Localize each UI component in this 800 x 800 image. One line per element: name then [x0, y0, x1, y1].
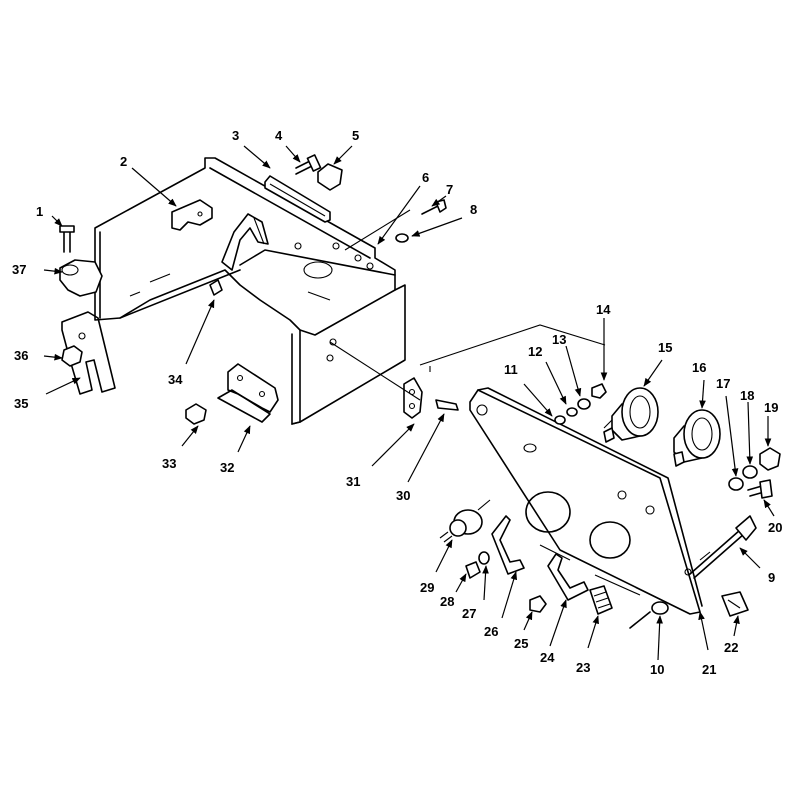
- callout-35: 35: [14, 396, 28, 411]
- callout-26: 26: [484, 624, 498, 639]
- part-37-clamp: [59, 259, 103, 297]
- callout-36: 36: [14, 348, 28, 363]
- callout-30: 30: [396, 488, 410, 503]
- part-24-bracket: [547, 553, 589, 601]
- callout-15: 15: [658, 340, 672, 355]
- callout-8: 8: [470, 202, 477, 217]
- part-23-connector: [589, 585, 613, 615]
- part-8-washer: [395, 233, 409, 243]
- callout-37: 37: [12, 262, 26, 277]
- callout-16: 16: [692, 360, 706, 375]
- callout-17: 17: [716, 376, 730, 391]
- part-33-nut: [185, 403, 207, 425]
- part-20-bolt: [747, 479, 773, 499]
- part-26-bracket: [491, 515, 525, 575]
- part-13-nut: [577, 398, 591, 410]
- callout-10: 10: [650, 662, 664, 677]
- callout-3: 3: [232, 128, 239, 143]
- part-9-shaft: [689, 515, 757, 579]
- part-14-clip: [591, 383, 607, 399]
- part-36-nut: [61, 345, 83, 367]
- callout-32: 32: [220, 460, 234, 475]
- part-28-nut: [465, 561, 481, 579]
- callout-29: 29: [420, 580, 434, 595]
- part-19-nut: [759, 447, 781, 471]
- callout-19: 19: [764, 400, 778, 415]
- callout-9: 9: [768, 570, 775, 585]
- part-32-bracket: [217, 363, 279, 423]
- part-11-nut: [554, 415, 566, 425]
- callout-33: 33: [162, 456, 176, 471]
- callout-6: 6: [422, 170, 429, 185]
- callout-18: 18: [740, 388, 754, 403]
- callout-22: 22: [724, 640, 738, 655]
- callout-31: 31: [346, 474, 360, 489]
- callout-24: 24: [540, 650, 555, 665]
- part-16-gauge: [673, 409, 721, 467]
- part-34-lever: [209, 213, 269, 296]
- leader-lines: [43, 145, 775, 661]
- callout-13: 13: [552, 332, 566, 347]
- part-27-washer: [478, 551, 490, 565]
- callout-4: 4: [275, 128, 283, 143]
- callout-34: 34: [168, 372, 183, 387]
- callout-25: 25: [514, 636, 528, 651]
- main-bracket: [94, 157, 406, 425]
- callout-labels: 1 2 3 4 5 6 7 8 9 10 11 12 13 14 15 16 1…: [12, 128, 782, 677]
- part-17-washer: [728, 477, 744, 491]
- callout-11: 11: [504, 362, 518, 377]
- callout-28: 28: [440, 594, 454, 609]
- part-18-washer: [742, 465, 758, 479]
- part-25-nut: [529, 595, 547, 613]
- part-10-knob: [629, 601, 669, 629]
- part-22-knob: [721, 591, 749, 617]
- callout-27: 27: [462, 606, 476, 621]
- part-30-pin: [435, 399, 459, 411]
- callout-2: 2: [120, 154, 127, 169]
- part-29-switch: [439, 499, 491, 543]
- part-7-screw: [421, 199, 447, 215]
- part-4-bolt: [295, 154, 322, 175]
- callout-14: 14: [596, 302, 611, 317]
- part-1-bolt: [59, 225, 75, 253]
- callout-5: 5: [352, 128, 359, 143]
- callout-20: 20: [768, 520, 782, 535]
- callout-23: 23: [576, 660, 590, 675]
- callout-7: 7: [446, 182, 453, 197]
- part-15-gauge: [603, 387, 659, 443]
- instrument-panel: [469, 387, 703, 615]
- part-3-rod: [264, 175, 331, 223]
- callout-21: 21: [702, 662, 716, 677]
- part-12-washer: [566, 407, 578, 417]
- part-31-clip: [403, 377, 423, 419]
- callout-12: 12: [528, 344, 542, 359]
- callout-1: 1: [36, 204, 43, 219]
- part-2-clip: [171, 199, 213, 231]
- part-5-cap: [317, 163, 343, 191]
